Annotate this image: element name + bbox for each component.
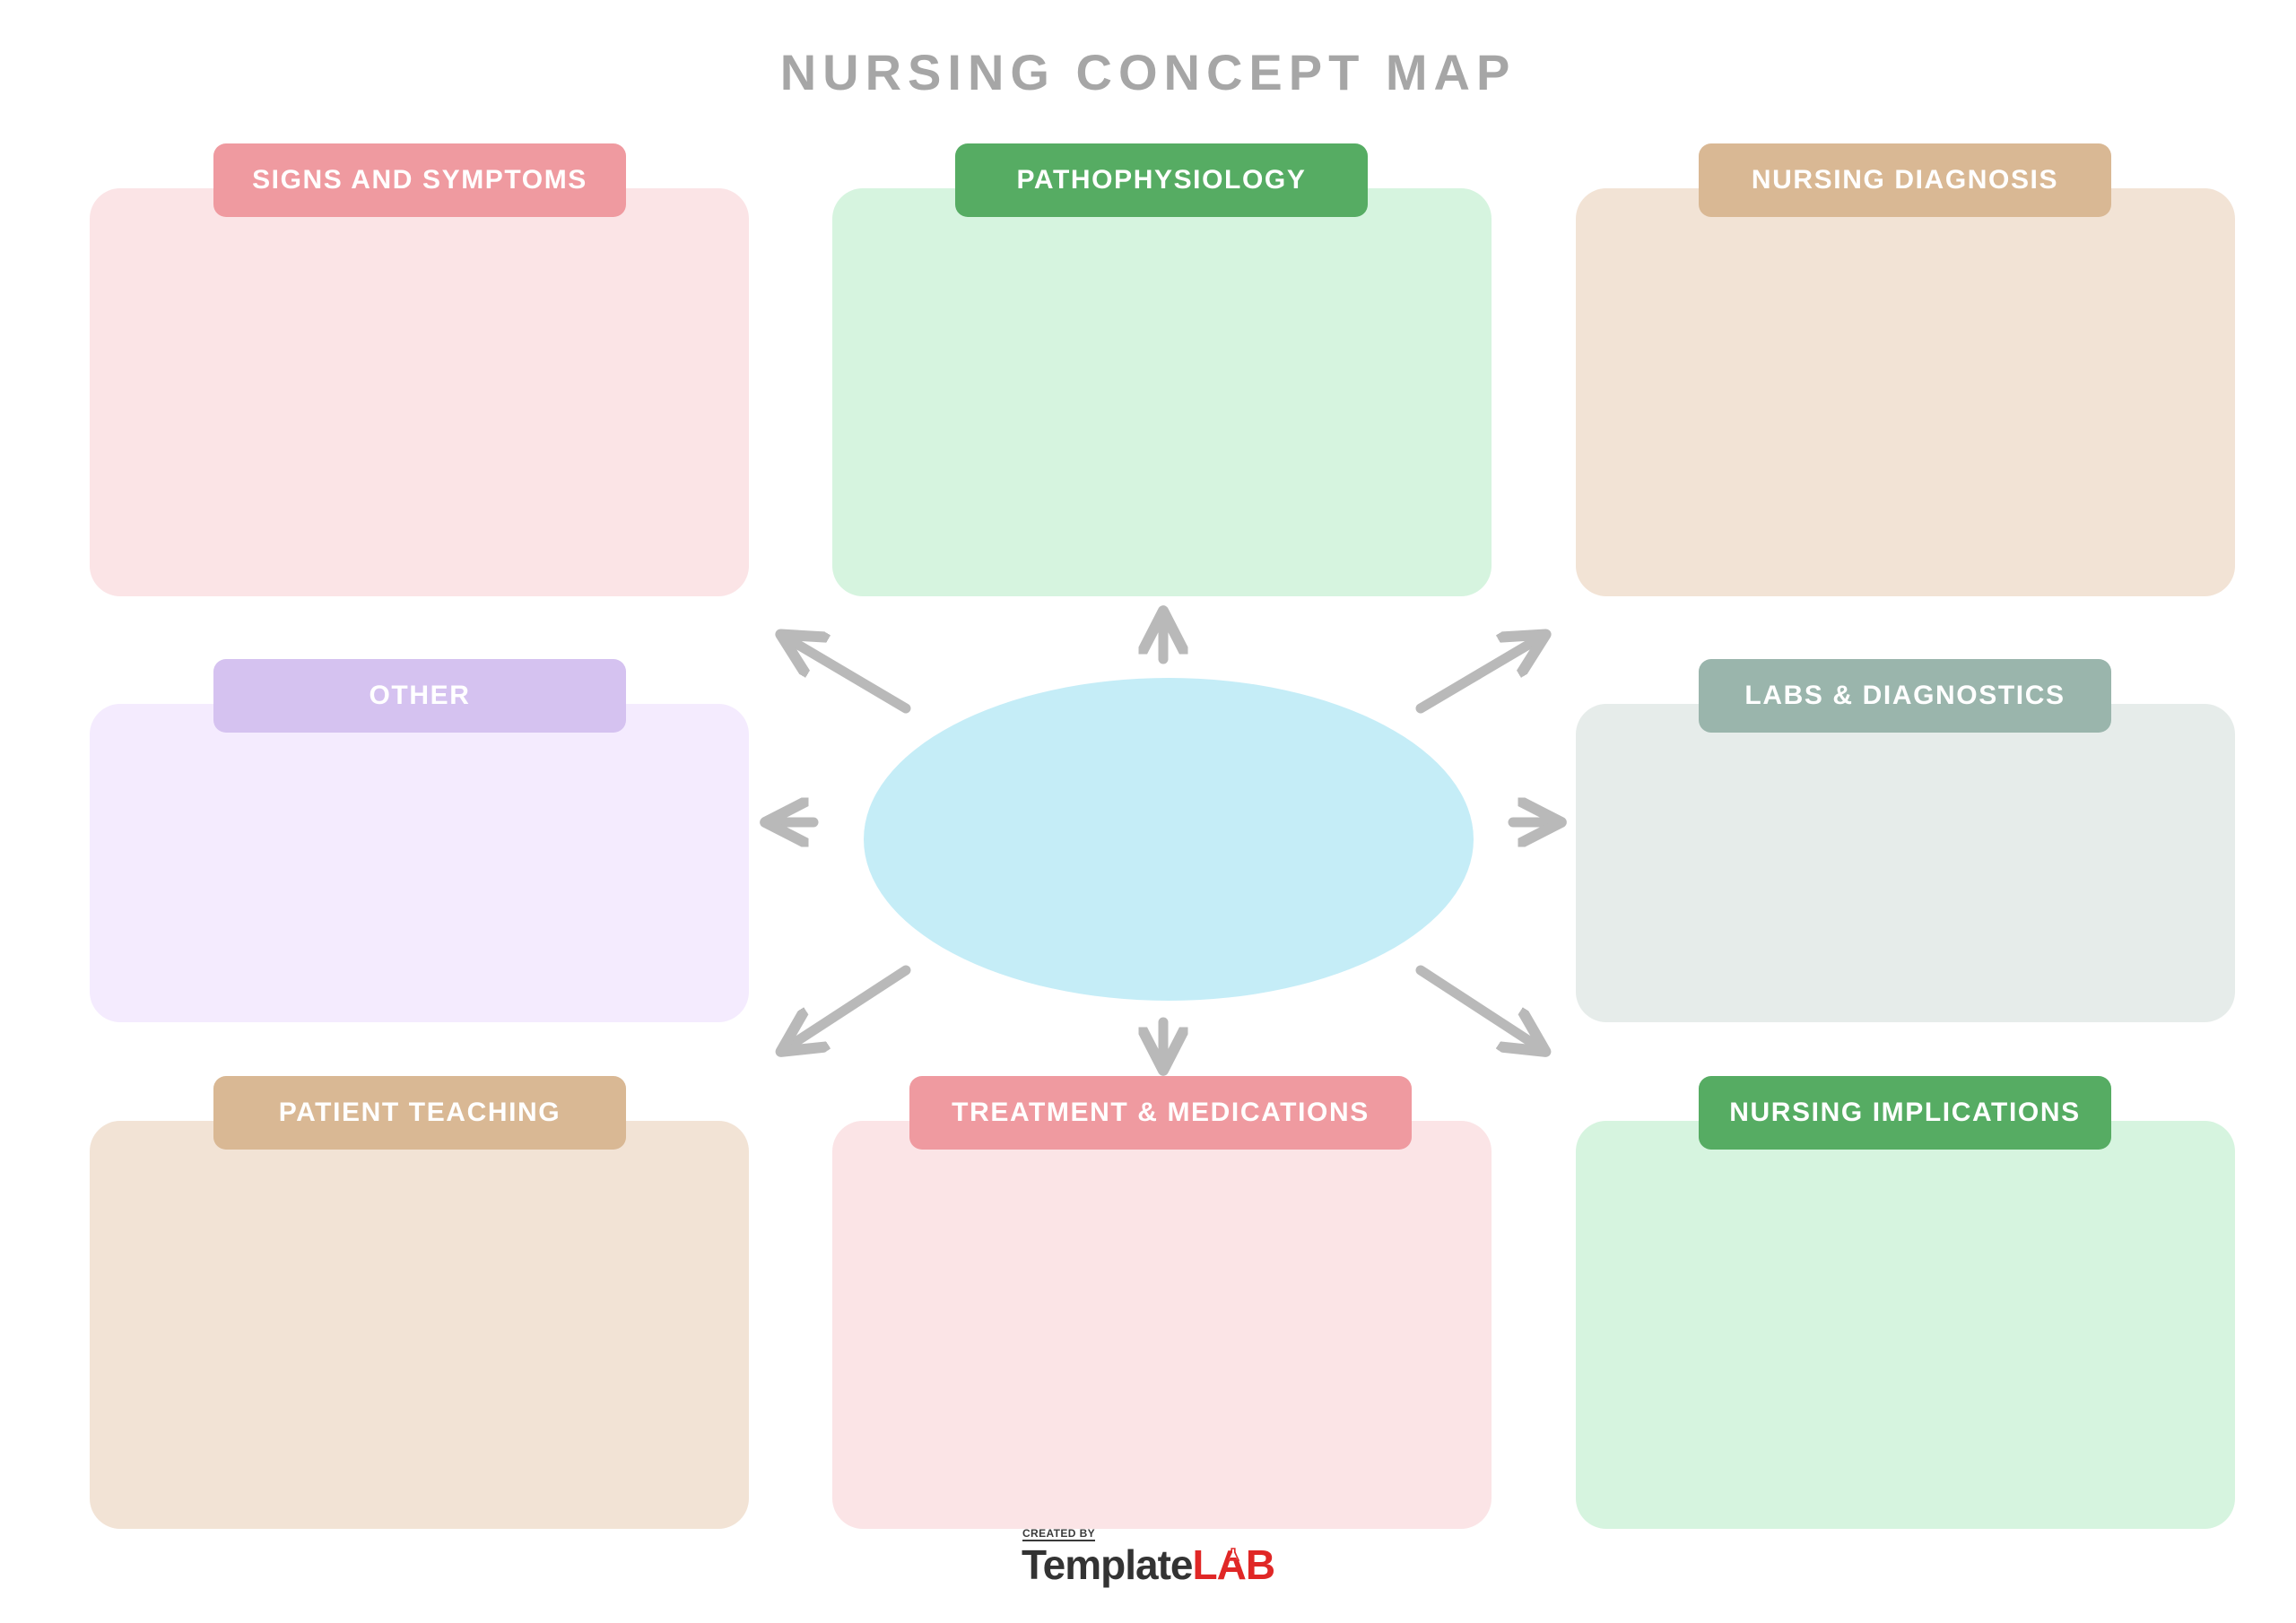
arrow-up-right: [1415, 638, 1539, 714]
panel-header-nursing-diagnosis[interactable]: NURSING DIAGNOSIS: [1699, 143, 2111, 217]
arrow-down-left: [787, 965, 911, 1047]
panel-header-labs-and-diagnostics[interactable]: LABS & DIAGNOSTICS: [1699, 659, 2111, 733]
footer: CREATED BY Template LAB: [0, 1527, 2296, 1588]
brand-template-text: Template: [1021, 1541, 1194, 1588]
flask-icon: [1226, 1548, 1239, 1561]
panel-header-patient-teaching[interactable]: PATIENT TEACHING: [213, 1076, 626, 1150]
panel-label-patient-teaching: PATIENT TEACHING: [278, 1098, 561, 1127]
panel-label-nursing-implications: NURSING IMPLICATIONS: [1729, 1098, 2081, 1127]
panel-body-treatment-and-medications[interactable]: [832, 1121, 1492, 1529]
panel-body-nursing-implications[interactable]: [1576, 1121, 2235, 1529]
panel-header-signs-and-symptoms[interactable]: SIGNS AND SYMPTOMS: [213, 143, 626, 217]
panel-header-other[interactable]: OTHER: [213, 659, 626, 733]
arrow-down-right: [1415, 965, 1539, 1047]
panel-label-treatment-and-medications: TREATMENT & MEDICATIONS: [952, 1098, 1370, 1127]
panel-label-signs-and-symptoms: SIGNS AND SYMPTOMS: [252, 165, 587, 195]
panel-header-nursing-implications[interactable]: NURSING IMPLICATIONS: [1699, 1076, 2111, 1150]
page-title: NURSING CONCEPT MAP: [779, 44, 1517, 100]
panel-body-other[interactable]: [90, 704, 749, 1022]
panel-body-patient-teaching[interactable]: [90, 1121, 749, 1529]
panel-header-treatment-and-medications[interactable]: TREATMENT & MEDICATIONS: [909, 1076, 1412, 1150]
panel-body-labs-and-diagnostics[interactable]: [1576, 704, 2235, 1022]
brand-lab-text: LAB: [1193, 1544, 1276, 1585]
templatelab-logo[interactable]: CREATED BY Template LAB: [1021, 1527, 1276, 1588]
brand-wordmark: Template LAB: [1021, 1541, 1276, 1588]
panel-label-labs-and-diagnostics: LABS & DIAGNOSTICS: [1744, 681, 2066, 710]
panel-header-pathophysiology[interactable]: PATHOPHYSIOLOGY: [955, 143, 1368, 217]
panel-label-pathophysiology: PATHOPHYSIOLOGY: [1016, 165, 1307, 195]
panel-body-nursing-diagnosis[interactable]: [1576, 188, 2235, 596]
panel-label-other: OTHER: [369, 681, 471, 710]
created-by-label: CREATED BY: [1022, 1527, 1096, 1541]
panel-body-signs-and-symptoms[interactable]: [90, 188, 749, 596]
central-concept-ellipse[interactable]: [864, 678, 1474, 1001]
panel-body-pathophysiology[interactable]: [832, 188, 1492, 596]
arrow-up-left: [787, 638, 911, 714]
panel-label-nursing-diagnosis: NURSING DIAGNOSIS: [1751, 165, 2059, 195]
